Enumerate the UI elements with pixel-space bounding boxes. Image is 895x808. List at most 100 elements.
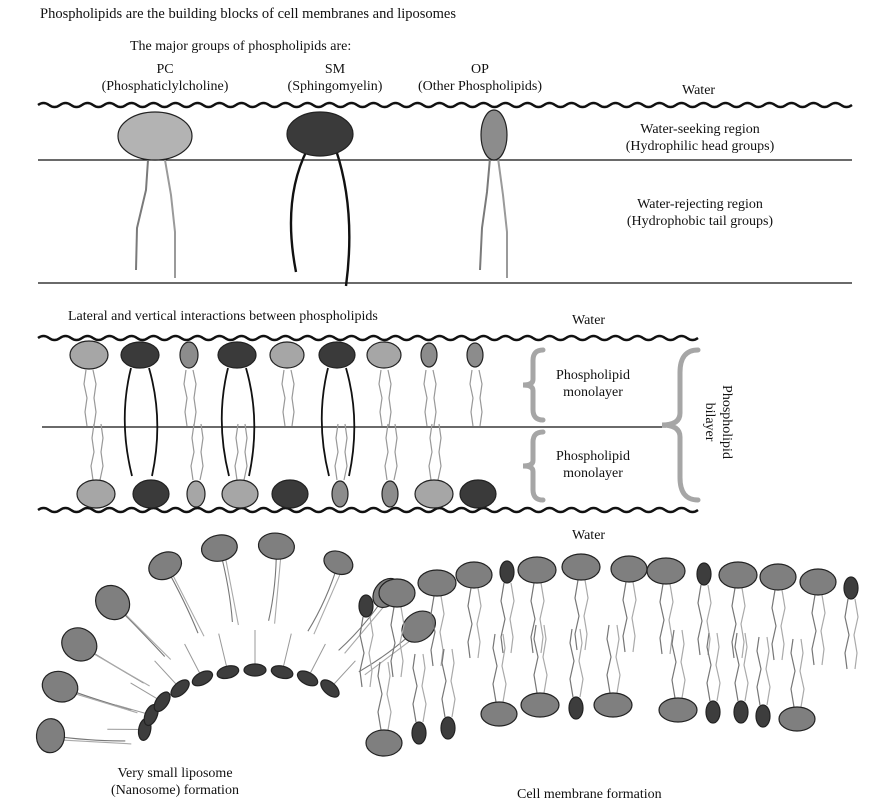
tail-region-line1: Water-rejecting region [637,197,763,212]
membrane-top-head-7 [610,555,648,583]
monolayer-bracket-lower [522,429,546,503]
sm-head [286,111,354,157]
op-label: OP (Other Phospholipids) [400,61,560,95]
nanosome-outer-head-9 [401,610,436,643]
bilayer-top-tail-a-6 [378,369,383,427]
membrane-top-tail-b-4 [509,582,515,654]
op-name: (Other Phospholipids) [417,79,543,94]
bilayer-top-tail-a-4 [281,369,286,427]
bilayer-top-head-0 [69,340,109,370]
membrane-bottom-head-5 [568,696,584,720]
head-region-line2: (Hydrophilic head groups) [625,139,775,154]
bilayer-bottom-head-3 [221,479,259,509]
membrane-top-tail-b-0 [368,616,374,688]
pc-name: (Phosphaticlylcholine) [101,79,229,94]
monolayer-label-lower: Phospholipid monolayer [543,448,643,482]
membrane-top-tail-b-9 [706,584,712,656]
membrane-top-tail-a-6 [574,579,580,651]
nanosome-inner-tail-5 [218,633,229,673]
membrane-top-tail-b-10 [740,587,746,659]
monolayer-upper-line2: monolayer [563,385,623,400]
membrane-top-tail-a-5 [530,582,536,654]
membrane-top-head-2 [417,569,457,597]
membrane-bottom-tail-a-7 [671,629,677,699]
membrane-bottom-head-2 [440,716,456,740]
bilayer-bottom-head-2 [186,480,206,508]
bilayer-bottom-head-4 [271,479,309,509]
membrane-bottom-tail-b-8 [715,632,721,702]
bilayer-top-tail-a-7 [423,369,428,427]
monolayer-lower-line2: monolayer [563,466,623,481]
bilayer-top-head-2 [179,341,199,369]
monolayer-label-upper: Phospholipid monolayer [543,367,643,401]
bilayer-bottom-tail-b-2 [199,423,204,481]
nanosome-outer-head-3 [95,584,131,621]
sm-name: (Sphingomyelin) [287,79,383,94]
membrane-bottom-tail-b-10 [765,636,771,706]
membrane-bottom-head-9 [733,700,749,724]
bilayer-top-head-7 [420,342,438,368]
nanosome-outer-head-6 [257,532,295,560]
nanosome-outer-head-2 [61,627,98,662]
membrane-bottom-head-7 [658,697,698,723]
membrane-bottom-tail-a-8 [706,632,712,702]
pc-tail-right [164,159,176,278]
bilayer-top-sm-tail-right-1 [148,367,159,477]
nanosome-outer-tail-b-5 [223,551,239,626]
water-wave-middle-top [37,334,699,342]
membrane-bottom-head-6 [593,692,633,718]
nanosome-outer-tail-b-3 [117,606,172,660]
bilayer-top-sm-tail-right-5 [345,367,356,477]
bilayer-top-head-1 [120,341,160,369]
membrane-bottom-tail-a-5 [569,628,575,698]
nanosome-outer-tail-b-0 [55,739,132,745]
bilayer-bottom-tail-a-3 [234,423,239,481]
membrane-bottom-tail-a-3 [492,633,498,703]
membrane-top-tail-a-9 [697,584,703,656]
nanosome-inner-head-3 [170,679,190,698]
bilayer-top-head-4 [269,341,305,369]
membrane-bottom-tail-a-9 [734,632,740,702]
tail-region-label: Water-rejecting region (Hydrophobic tail… [600,196,800,230]
nanosome-caption: Very small liposome (Nanosome) formation [70,765,280,799]
bilayer-top-head-5 [318,341,356,369]
op-head [480,109,508,161]
bilayer-top-sm-tail-right-3 [245,367,256,477]
membrane-top-tail-a-11 [771,589,777,661]
monolayer-upper-line1: Phospholipid [556,368,630,383]
membrane-bottom-head-11 [778,706,816,732]
membrane-bottom-tail-a-2 [441,648,447,718]
bilayer-bottom-tail-a-7 [428,423,433,481]
water-label-middle: Water [572,313,606,328]
membrane-top-head-13 [843,576,859,600]
membrane-bottom-tail-a-0 [377,661,383,731]
membrane-top-tail-a-0 [359,616,365,688]
head-region-line1: Water-seeking region [640,122,760,137]
nanosome-outer-head-5 [200,534,238,562]
nanosome-inner-head-4 [191,670,214,687]
membrane-top-tail-b-8 [668,583,674,655]
nanosome-inner-head-7 [270,665,294,680]
nanosome-outer-head-0 [35,718,66,754]
monolayer-lower-line1: Phospholipid [556,449,630,464]
groups-heading: The major groups of phospholipids are: [130,39,352,54]
nanosome-outer-head-4 [148,551,183,581]
membrane-top-head-9 [696,562,712,586]
bilayer-bottom-tail-b-5 [343,423,348,481]
membrane-top-head-10 [718,561,758,589]
bilayer-bottom-tail-b-6 [393,423,398,481]
membrane-bottom-tail-a-4 [533,624,539,694]
nanosome-outer-head-1 [41,670,79,703]
nanosome-caption-line1: Very small liposome [117,766,233,781]
bilayer-bottom-tail-b-3 [243,423,248,481]
pc-tail-left [135,159,149,271]
membrane-bottom-tail-a-10 [756,636,762,706]
water-label-bottom: Water [572,528,606,543]
bilayer-top-tail-b-2 [192,369,197,427]
bilayer-top-tail-b-7 [432,369,437,427]
membrane-bottom-tail-a-1 [412,653,418,723]
bilayer-top-tail-b-8 [478,369,483,427]
sm-tail-right [334,149,351,287]
membrane-bottom-tail-a-11 [790,638,796,708]
membrane-top-tail-b-2 [439,595,445,667]
